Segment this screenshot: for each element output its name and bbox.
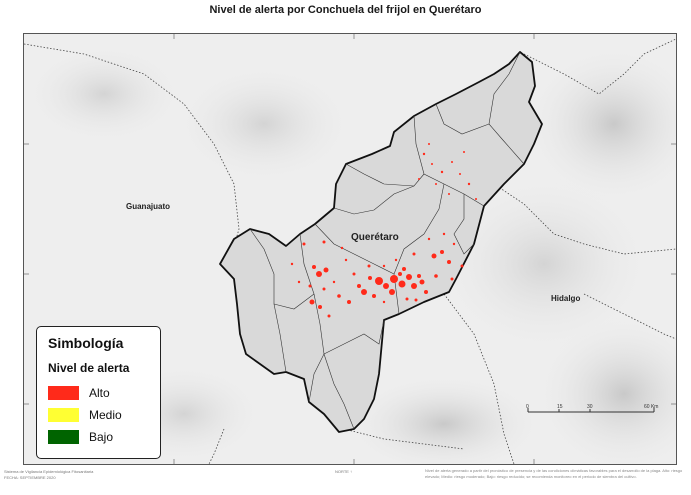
scale-bar-graphic: 0 15 30 60 Km bbox=[526, 404, 658, 413]
north-indicator: NORTE ↑ bbox=[335, 469, 353, 474]
footer-date: FECHA: SEPTIEMBRE 2020 bbox=[4, 475, 56, 480]
scale-tick: 0 bbox=[526, 404, 529, 410]
state-boundaries bbox=[24, 38, 676, 464]
place-label-guanajuato: Guanajuato bbox=[126, 202, 171, 211]
frame-ticks bbox=[24, 34, 676, 464]
terrain-shade bbox=[174, 64, 354, 184]
footer-credit-line: Sistema de Vigilancia Epidemiológica Fit… bbox=[4, 469, 94, 474]
footer-notes: Nivel de alerta generado a partir del pr… bbox=[425, 468, 683, 479]
terrain-shade bbox=[24, 44, 184, 144]
legend: Simbología Nivel de alerta Alto Medio Ba… bbox=[36, 326, 161, 459]
legend-title: Simbología bbox=[48, 335, 124, 351]
terrain-shade bbox=[344, 374, 544, 464]
legend-item-medio: Medio bbox=[48, 407, 122, 423]
terrain-shade bbox=[524, 44, 676, 204]
place-label-queretaro: Querétaro bbox=[351, 232, 399, 243]
legend-subtitle: Nivel de alerta bbox=[48, 361, 130, 375]
alert-zones-alto bbox=[290, 143, 477, 318]
scale-bar: 0 15 30 60 Km bbox=[526, 400, 666, 430]
map-canvas[interactable]: Guanajuato Querétaro Hidalgo Simbología … bbox=[23, 33, 677, 465]
legend-item-bajo: Bajo bbox=[48, 429, 113, 445]
scale-tick: 30 bbox=[587, 404, 593, 410]
municipal-boundaries bbox=[249, 51, 525, 430]
scale-tick: 15 bbox=[557, 404, 563, 410]
legend-label-bajo: Bajo bbox=[89, 430, 114, 444]
legend-swatch-alto bbox=[48, 386, 79, 400]
legend-item-alto: Alto bbox=[48, 385, 110, 401]
footer-credits: Sistema de Vigilancia Epidemiológica Fit… bbox=[4, 469, 93, 481]
legend-label-alto: Alto bbox=[89, 386, 110, 400]
terrain-shade bbox=[534, 314, 676, 464]
map-title: Nivel de alerta por Conchuela del frijol… bbox=[209, 4, 482, 16]
legend-swatch-medio bbox=[48, 408, 79, 422]
map-svg bbox=[24, 34, 676, 464]
legend-label-medio: Medio bbox=[89, 408, 122, 422]
place-label-hidalgo: Hidalgo bbox=[551, 294, 581, 303]
terrain-shade bbox=[434, 174, 654, 354]
queretaro-state[interactable] bbox=[219, 51, 543, 433]
scale-tick: 60 Km bbox=[644, 404, 658, 410]
legend-swatch-bajo bbox=[48, 430, 79, 444]
